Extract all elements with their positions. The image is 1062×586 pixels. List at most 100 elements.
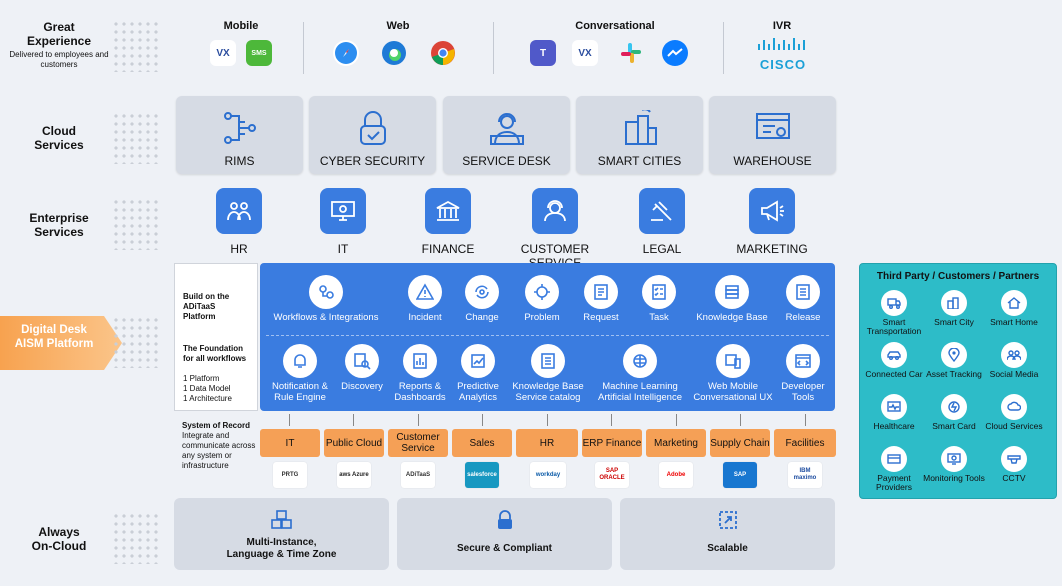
system-marketing[interactable]: Marketing — [646, 429, 706, 457]
module-label: Predictive Analytics — [457, 381, 499, 403]
platform-item: 1 Architecture — [183, 394, 232, 403]
module-label: Knowledge Base Service catalog — [512, 381, 584, 403]
feature-label: Secure & Compliant — [456, 543, 553, 554]
prtg-logo: PRTG — [273, 462, 307, 488]
dot-pattern — [112, 512, 160, 564]
payment-card-icon — [881, 446, 907, 472]
system-supply-chain[interactable]: Supply Chain — [710, 429, 770, 457]
partner-cctv[interactable]: CCTV — [981, 446, 1047, 483]
messenger-icon — [662, 40, 688, 66]
adobe-logo: Adobe — [659, 462, 693, 488]
bug-gear-icon — [525, 275, 559, 309]
partner-cloud-services[interactable]: Cloud Services — [981, 394, 1047, 431]
sap-logo: SAP — [723, 462, 757, 488]
partner-smart-transportation[interactable]: Smart Transportation — [861, 290, 927, 336]
enterprise-finance[interactable]: FINANCE — [393, 188, 503, 256]
cloud-card-service-desk[interactable]: SERVICE DESK — [443, 96, 570, 174]
enterprise-it[interactable]: IT — [288, 188, 398, 256]
partner-social-media[interactable]: Social Media — [981, 342, 1047, 379]
lock-icon — [359, 111, 386, 145]
foundation-text: The Foundation for all workflows — [183, 344, 247, 363]
partner-connected-car[interactable]: Connected Car — [861, 342, 927, 379]
module-release[interactable]: Release — [776, 275, 830, 323]
agent-headset-icon — [489, 113, 524, 145]
workflow-gear-icon — [309, 275, 343, 309]
module-label: Discovery — [341, 381, 383, 392]
enterprise-customer-service[interactable]: CUSTOMER SERVICE — [500, 188, 610, 270]
cctv-camera-icon — [1001, 446, 1027, 472]
partner-smart-card[interactable]: Smart Card — [921, 394, 987, 431]
module-incident[interactable]: Incident — [398, 275, 452, 323]
enterprise-marketing[interactable]: MARKETING — [717, 188, 827, 256]
cloud-card-rims[interactable]: RIMS — [176, 96, 303, 174]
partner-smart-home[interactable]: Smart Home — [981, 290, 1047, 327]
cloud-card-cyber-security[interactable]: CYBER SECURITY — [309, 96, 436, 174]
row-label-cloud-text: Cloud Services — [34, 124, 84, 152]
hr-icon — [216, 188, 262, 234]
third-party-title: Third Party / Customers / Partners — [876, 271, 1040, 282]
sms-icon: SMS — [246, 40, 272, 66]
module-machine-learning[interactable]: Machine Learning Artificial Intelligence — [592, 344, 688, 403]
enterprise-legal[interactable]: LEGAL — [607, 188, 717, 256]
discovery-search-icon — [345, 344, 379, 378]
partner-smart-city[interactable]: Smart City — [921, 290, 987, 327]
module-conversational-ux[interactable]: Web Mobile Conversational UX — [690, 344, 776, 403]
module-predictive-analytics[interactable]: Predictive Analytics — [452, 344, 504, 403]
system-hr[interactable]: HR — [516, 429, 578, 457]
partner-monitoring-tools[interactable]: Monitoring Tools — [921, 446, 987, 483]
system-erp-finance[interactable]: ERP Finance — [582, 429, 642, 457]
change-cycle-icon — [465, 275, 499, 309]
module-developer-tools[interactable]: Developer Tools — [776, 344, 830, 403]
developer-window-icon — [786, 344, 820, 378]
system-public-cloud[interactable]: Public Cloud — [324, 429, 384, 457]
dot-pattern — [112, 20, 160, 72]
cloud-card-label: SMART CITIES — [597, 154, 682, 168]
system-customer-service[interactable]: Customer Service — [388, 429, 448, 457]
teams-icon: T — [530, 40, 556, 66]
channel-web: Web — [386, 20, 410, 32]
divider — [266, 335, 829, 336]
cloud-card-label: CYBER SECURITY — [319, 154, 426, 168]
module-knowledge-base[interactable]: Knowledge Base — [690, 275, 774, 323]
channel-mobile: Mobile — [223, 20, 259, 32]
cubes-icon — [270, 510, 292, 529]
partner-asset-tracking[interactable]: Asset Tracking — [921, 342, 987, 379]
location-pin-icon — [941, 342, 967, 368]
partner-label: Smart City — [934, 317, 974, 327]
dot-pattern — [112, 316, 160, 368]
partner-healthcare[interactable]: Healthcare — [861, 394, 927, 431]
feature-multi-instance: Multi-Instance, Language & Time Zone — [174, 498, 389, 570]
system-it[interactable]: IT — [260, 429, 320, 457]
channel-conversational: Conversational — [575, 20, 655, 32]
cloud-card-label: SERVICE DESK — [462, 154, 551, 168]
module-task[interactable]: Task — [632, 275, 686, 323]
system-facilities[interactable]: Facilities — [774, 429, 836, 457]
vx-chat-icon: VX — [572, 40, 598, 66]
enterprise-hr[interactable]: HR — [184, 188, 294, 256]
module-label: Knowledge Base — [696, 312, 768, 323]
system-sales[interactable]: Sales — [452, 429, 512, 457]
devices-icon — [716, 344, 750, 378]
monitor-icon — [941, 446, 967, 472]
health-monitor-icon — [881, 394, 907, 420]
enterprise-label: HR — [230, 242, 248, 256]
feature-label: Scalable — [707, 543, 748, 554]
cloud-card-smart-cities[interactable]: SMART CITIES — [576, 96, 703, 174]
module-change[interactable]: Change — [455, 275, 509, 323]
support-agent-icon — [532, 188, 578, 234]
row-label-experience-text: Great Experience — [26, 20, 92, 48]
connector-arrow — [740, 414, 741, 426]
module-reports[interactable]: Reports & Dashboards — [390, 344, 450, 403]
module-notification[interactable]: Notification & Rule Engine — [266, 344, 334, 403]
module-discovery[interactable]: Discovery — [336, 344, 388, 392]
connector-arrow — [611, 414, 612, 426]
module-workflows[interactable]: Workflows & Integrations — [266, 275, 386, 323]
module-label: Request — [583, 312, 619, 323]
module-service-catalog[interactable]: Knowledge Base Service catalog — [508, 344, 588, 403]
partner-payment-providers[interactable]: Payment Providers — [861, 446, 927, 492]
platform-item: 1 Data Model — [183, 384, 231, 393]
module-problem[interactable]: Problem — [514, 275, 570, 323]
module-request[interactable]: Request — [574, 275, 628, 323]
cloud-card-warehouse[interactable]: WAREHOUSE — [709, 96, 836, 174]
